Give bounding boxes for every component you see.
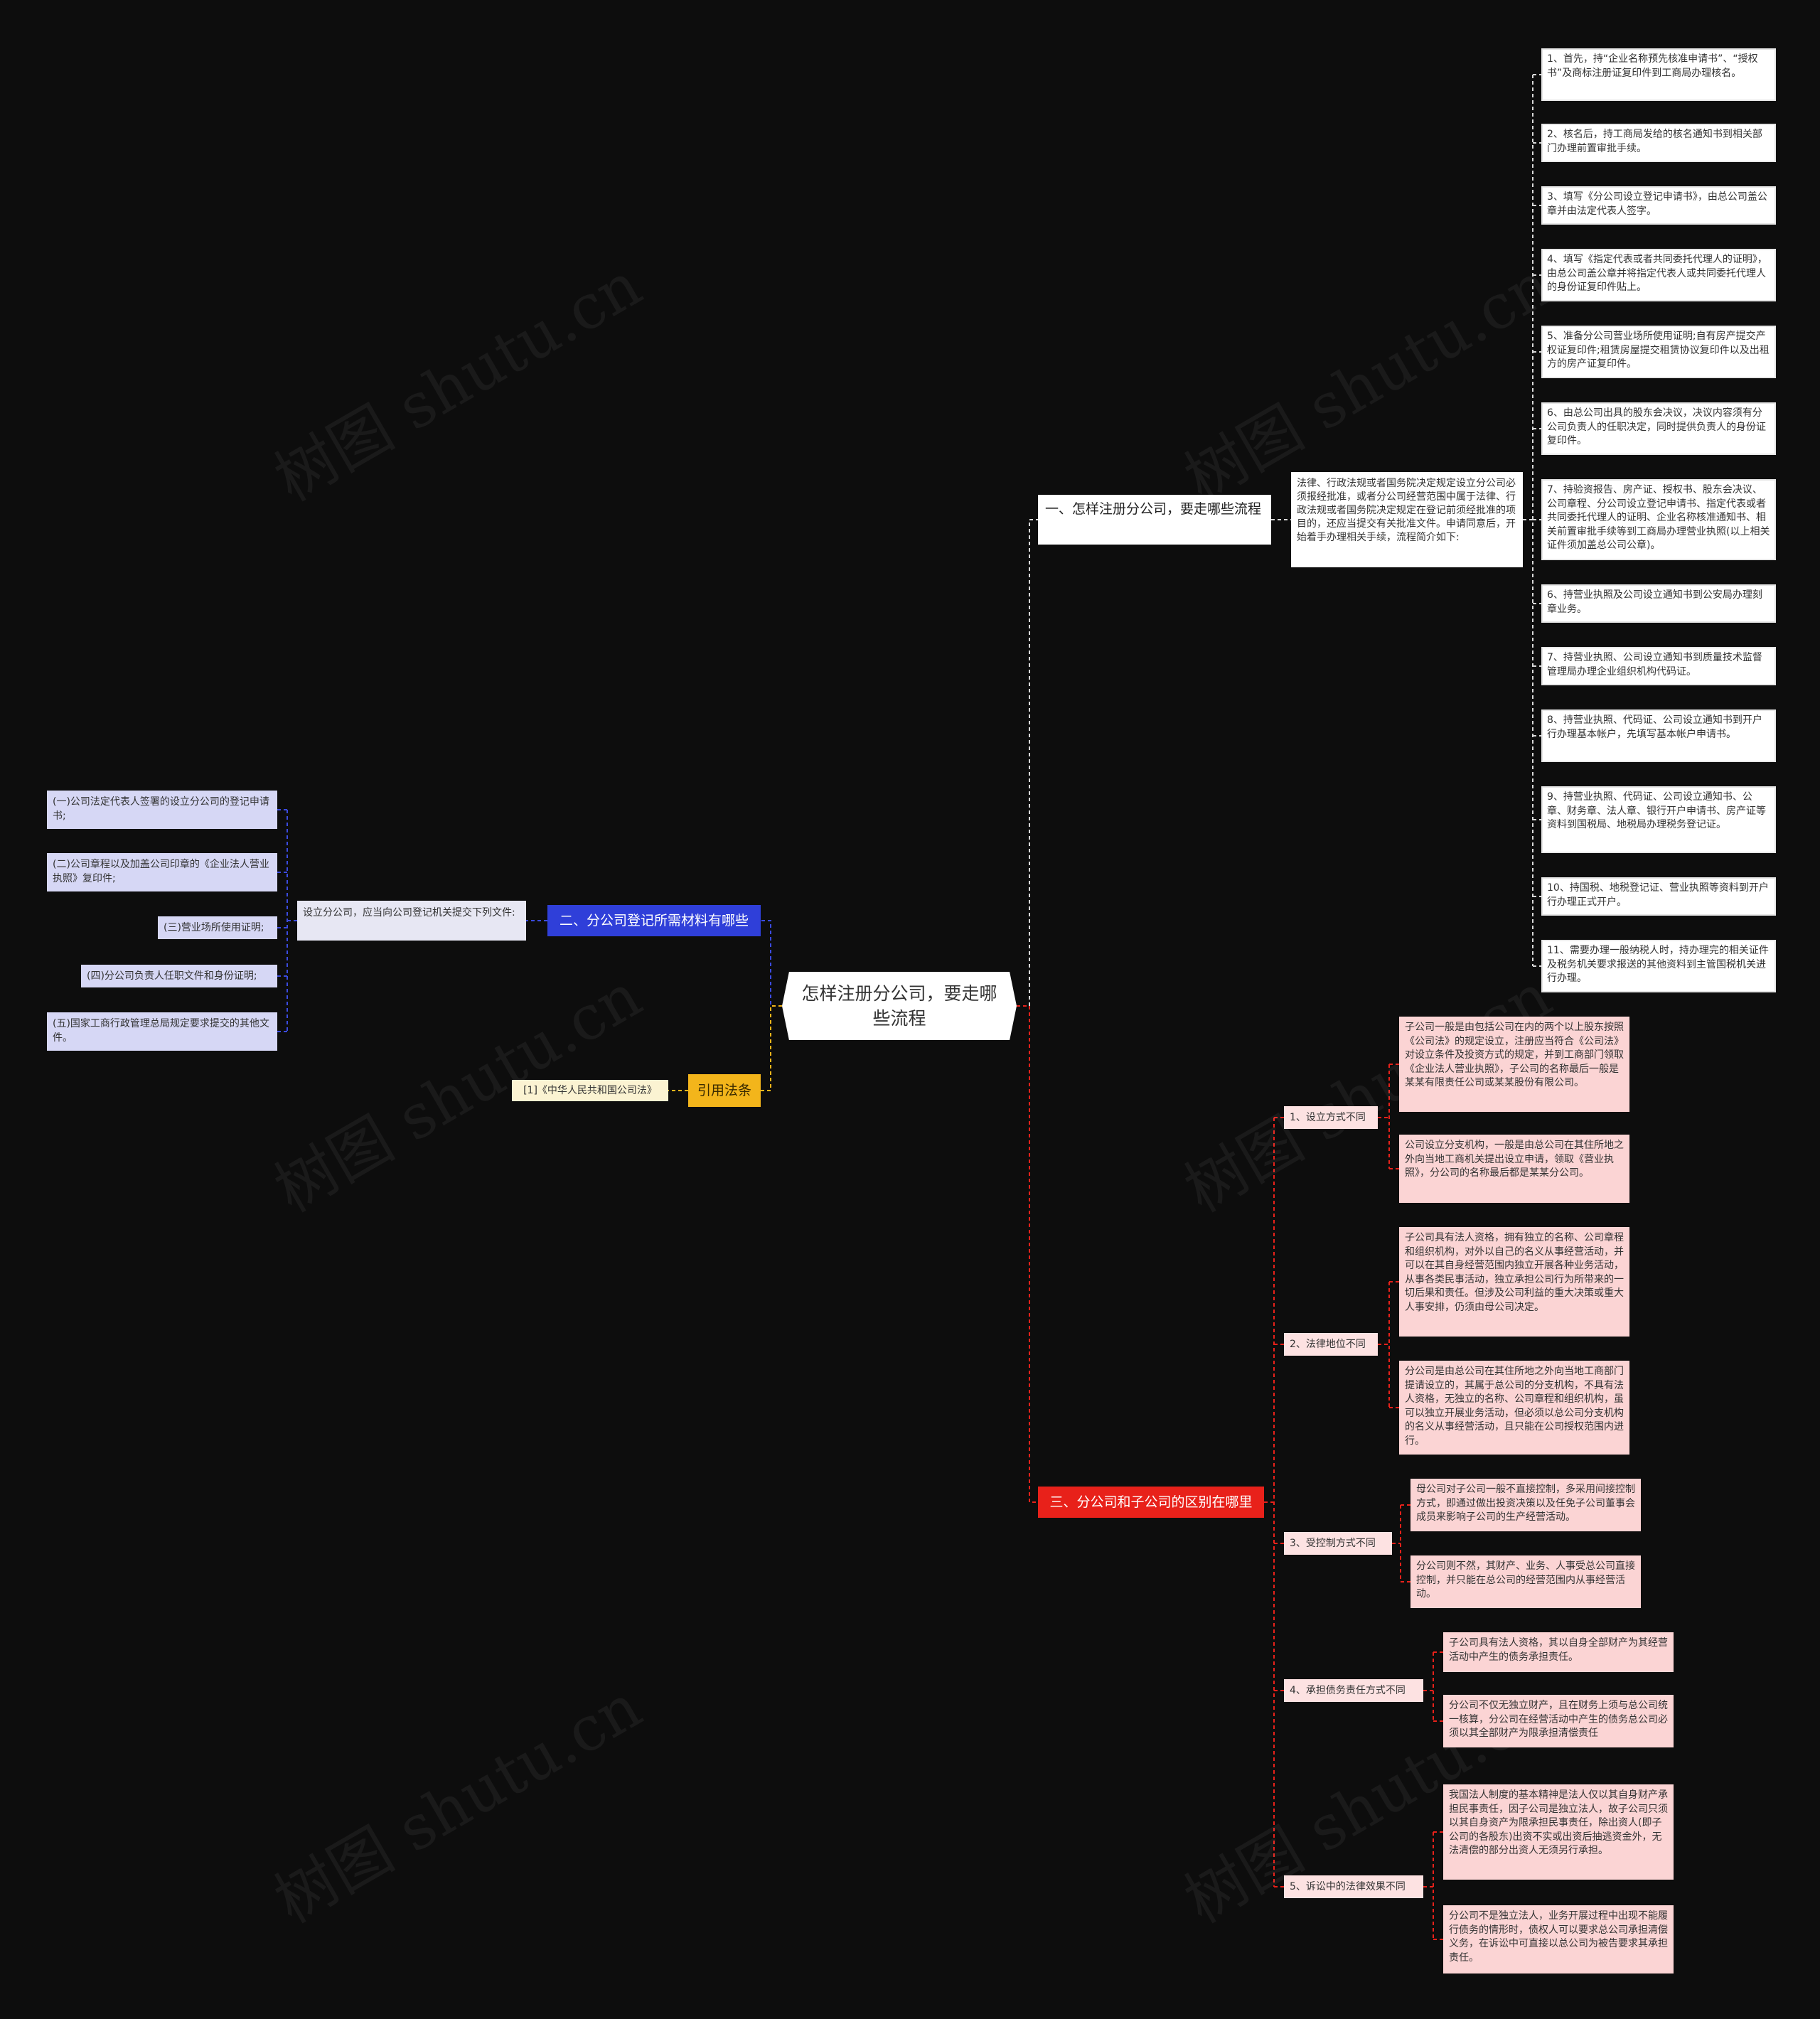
process-step[interactable]: 1、首先，持“企业名称预先核准申请书”、“授权书”及商标注册证复印件到工商局办理… [1541, 48, 1776, 101]
process-step[interactable]: 11、需要办理一般纳税人时，持办理完的相关证件及税务机关要求报送的其他资料到主管… [1541, 940, 1776, 992]
difference-detail[interactable]: 母公司对子公司一般不直接控制，多采用间接控制方式，即通过做出投资决策以及任免子公… [1410, 1479, 1641, 1531]
branch-registration-process[interactable]: 一、怎样注册分公司，要走哪些流程 [1038, 495, 1271, 545]
process-step[interactable]: 9、持营业执照、代码证、公司设立通知书、公章、财务章、法人章、银行开户申请书、房… [1541, 786, 1776, 853]
process-step[interactable]: 10、持国税、地税登记证、营业执照等资料到开户行办理正式开户。 [1541, 877, 1776, 916]
difference-detail[interactable]: 公司设立分支机构，一般是由总公司在其住所地之外向当地工商机关提出设立申请，领取《… [1399, 1135, 1629, 1203]
difference-category[interactable]: 3、受控制方式不同 [1284, 1532, 1392, 1555]
connector-line [761, 920, 782, 1007]
difference-detail[interactable]: 子公司具有法人资格，其以自身全部财产为其经营活动中产生的债务承担责任。 [1443, 1632, 1674, 1672]
difference-category[interactable]: 5、诉讼中的法律效果不同 [1284, 1875, 1423, 1898]
process-intro[interactable]: 法律、行政法规或者国务院决定规定设立分公司必须报经批准，或者分公司经营范围中属于… [1291, 472, 1523, 567]
connector-line [1017, 1005, 1038, 1503]
material-item[interactable]: (四)分公司负责人任职文件和身份证明; [81, 965, 277, 987]
difference-detail[interactable]: 子公司具有法人资格，拥有独立的名称、公司章程和组织机构，对外以自己的名义从事经营… [1399, 1227, 1629, 1337]
difference-category[interactable]: 2、法律地位不同 [1284, 1333, 1378, 1356]
difference-detail[interactable]: 分公司是由总公司在其住所地之外向当地工商部门提请设立的，其属于总公司的分支机构，… [1399, 1361, 1629, 1455]
material-item[interactable]: (三)营业场所使用证明; [158, 916, 277, 939]
material-item[interactable]: (一)公司法定代表人签署的设立分公司的登记申请书; [47, 791, 277, 829]
difference-category[interactable]: 4、承担债务责任方式不同 [1284, 1679, 1423, 1702]
process-step[interactable]: 6、由总公司出具的股东会决议，决议内容须有分公司负责人的任职决定，同时提供负责人… [1541, 402, 1776, 455]
process-step[interactable]: 6、持营业执照及公司设立通知书到公安局办理刻章业务。 [1541, 584, 1776, 623]
connector-line [761, 1005, 782, 1091]
process-step[interactable]: 7、持营业执照、公司设立通知书到质量技术监督管理局办理企业组织机构代码证。 [1541, 647, 1776, 685]
material-item[interactable]: (二)公司章程以及加盖公司印章的《企业法人营业执照》复印件; [47, 853, 277, 891]
difference-category[interactable]: 1、设立方式不同 [1284, 1106, 1378, 1129]
difference-detail[interactable]: 子公司一般是由包括公司在内的两个以上股东按照《公司法》的规定设立，注册应当符合《… [1399, 1017, 1629, 1112]
material-item[interactable]: (五)国家工商行政管理总局规定要求提交的其他文件。 [47, 1012, 277, 1051]
center-topic[interactable]: 怎样注册分公司，要走哪些流程 [782, 972, 1017, 1040]
process-step[interactable]: 8、持营业执照、代码证、公司设立通知书到开户行办理基本帐户，先填写基本帐户申请书… [1541, 709, 1776, 762]
branch-required-materials[interactable]: 二、分公司登记所需材料有哪些 [547, 905, 761, 936]
connector-line [1017, 519, 1038, 1007]
process-step[interactable]: 7、持验资报告、房产证、授权书、股东会决议、公司章程、分公司设立登记申请书、指定… [1541, 479, 1776, 560]
process-step[interactable]: 5、准备分公司营业场所使用证明;自有房产提交产权证复印件;租赁房屋提交租赁协议复… [1541, 326, 1776, 378]
process-step[interactable]: 2、核名后，持工商局发给的核名通知书到相关部门办理前置审批手续。 [1541, 124, 1776, 162]
difference-detail[interactable]: 我国法人制度的基本精神是法人仅以其自身财产承担民事责任，因子公司是独立法人，故子… [1443, 1784, 1674, 1880]
process-step[interactable]: 3、填写《分公司设立登记申请书》，由总公司盖公章并由法定代表人签字。 [1541, 186, 1776, 225]
branch-differences[interactable]: 三、分公司和子公司的区别在哪里 [1038, 1487, 1264, 1518]
difference-detail[interactable]: 分公司不仅无独立财产，且在财务上须与总公司统一核算，分公司在经营活动中产生的债务… [1443, 1695, 1674, 1747]
difference-detail[interactable]: 分公司则不然，其财产、业务、人事受总公司直接控制，并只能在总公司的经营范围内从事… [1410, 1555, 1641, 1608]
law-reference[interactable]: [1]《中华人民共和国公司法》 [512, 1080, 668, 1101]
materials-hub[interactable]: 设立分公司，应当向公司登记机关提交下列文件: [297, 901, 526, 941]
difference-detail[interactable]: 分公司不是独立法人，业务开展过程中出现不能履行债务的情形时，债权人可以要求总公司… [1443, 1905, 1674, 1974]
process-step[interactable]: 4、填写《指定代表或者共同委托代理人的证明》，由总公司盖公章并将指定代表人或共同… [1541, 249, 1776, 301]
branch-cited-law[interactable]: 引用法条 [688, 1074, 761, 1107]
